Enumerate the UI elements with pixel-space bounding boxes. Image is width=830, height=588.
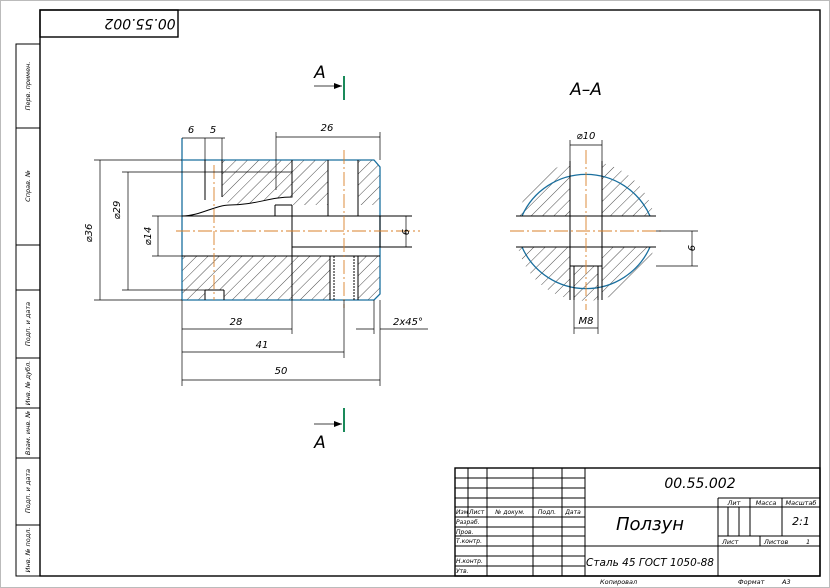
dim-28: 28 xyxy=(230,317,243,328)
dim-d14: ⌀14 xyxy=(143,227,154,246)
rotated-designation-text: 00.55.002 xyxy=(104,15,175,31)
lower-hatch-right xyxy=(292,256,330,300)
col-header-doc: № докум. xyxy=(494,509,525,516)
footer-format-value: A3 xyxy=(781,578,791,586)
dim-d29: ⌀29 xyxy=(112,201,123,220)
strip-label-4: Инв. № дубл. xyxy=(24,361,32,405)
title-designation: 00.55.002 xyxy=(664,476,735,492)
title-block: Изм Лист № докум. Подп. Дата Разраб. Про… xyxy=(454,467,821,577)
upper-right-hatch xyxy=(292,160,380,205)
section-mark-bottom: A xyxy=(313,433,326,453)
dim-m8: M8 xyxy=(579,316,594,327)
aa-upper-hatch xyxy=(516,161,570,216)
footer-copied: Копировал xyxy=(600,578,637,586)
upper-left-hatch xyxy=(222,160,292,205)
section-mark-top: A xyxy=(313,63,326,83)
aa-lower-hatch xyxy=(516,247,570,301)
dim-41: 41 xyxy=(256,340,269,351)
scale-value: 2:1 xyxy=(792,515,810,528)
row-label-prov: Пров. xyxy=(456,529,474,536)
dim-chamfer: 2x45° xyxy=(393,317,423,328)
lower-hatch-far xyxy=(358,256,380,300)
strip-label-5: Взам. инв. № xyxy=(24,411,32,455)
dim-50: 50 xyxy=(275,366,288,377)
mass-label: Масса xyxy=(756,499,777,507)
strip-label-7: Инв. № подл. xyxy=(24,528,32,573)
strip-label-6: Подп. и дата xyxy=(24,469,32,513)
scale-label: Масштаб xyxy=(786,499,817,507)
dim-6: 6 xyxy=(188,125,194,136)
dim-d36: ⌀36 xyxy=(84,224,95,243)
rotated-designation-box: 00.55.002 xyxy=(39,9,179,38)
dim-5: 5 xyxy=(210,125,216,136)
row-label-tkontr: Т.контр. xyxy=(456,538,482,545)
material: Сталь 45 ГОСТ 1050-88 xyxy=(586,557,714,569)
col-header-izm: Изм xyxy=(456,509,469,516)
sheet-label: Лист xyxy=(721,538,739,546)
front-section-view: 6 5 26 ⌀36 ⌀29 ⌀14 9 28 41 xyxy=(84,63,428,453)
section-title: A–A xyxy=(569,80,602,100)
dim-d10: ⌀10 xyxy=(577,131,596,142)
sheets-value: 1 xyxy=(806,538,810,546)
col-header-sign: Подп. xyxy=(538,509,556,516)
strip-label-1: Перв. примен. xyxy=(24,62,32,111)
row-label-razrab: Разраб. xyxy=(456,519,480,526)
strip-label-3: Подп. и дата xyxy=(24,302,32,346)
col-header-list: Лист xyxy=(468,509,485,516)
dim-9-front: 9 xyxy=(399,229,410,235)
footer-format: Формат xyxy=(738,578,765,586)
row-label-utv: Утв. xyxy=(456,568,469,575)
section-a-a-view: A–A ⌀10 9 M8 xyxy=(510,80,698,334)
lit-label: Лит xyxy=(727,499,741,507)
sheets-label: Листов xyxy=(763,538,788,546)
left-side-strip: Перв. примен. Справ. № Подп. и дата Инв.… xyxy=(15,43,41,577)
part-name: Ползун xyxy=(616,514,684,535)
dim-9-side: 9 xyxy=(685,245,696,251)
strip-label-2: Справ. № xyxy=(24,170,32,202)
lower-hatch-left xyxy=(182,256,292,300)
dim-26: 26 xyxy=(321,123,334,134)
col-header-date: Дата xyxy=(564,509,581,516)
row-label-nkontr: Н.контр. xyxy=(456,558,483,565)
